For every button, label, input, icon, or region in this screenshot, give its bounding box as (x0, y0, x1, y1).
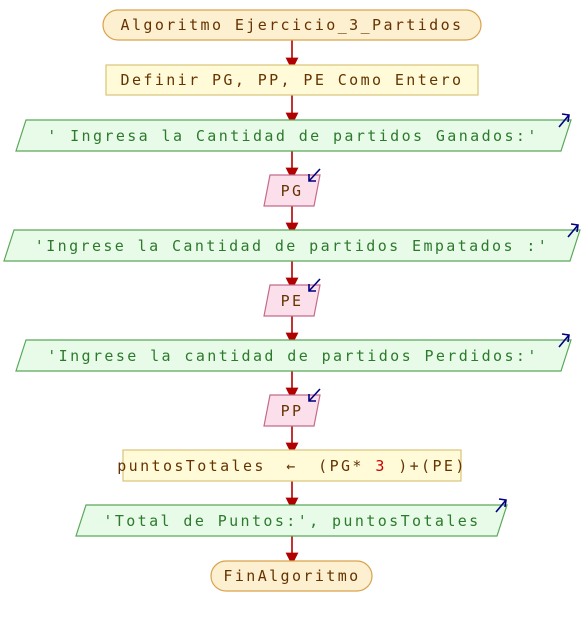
input-pp[interactable]: PP (263, 388, 321, 427)
input-arrow-icon (308, 278, 321, 292)
assign-operator: ← (286, 457, 297, 475)
output-arrow-icon (558, 113, 570, 128)
input-pg-label: PG (281, 182, 304, 200)
output-perdidos[interactable]: 'Ingrese la cantidad de partidos Perdido… (15, 333, 572, 372)
output-perdidos-label: 'Ingrese la cantidad de partidos Perdido… (47, 347, 539, 365)
assign-number: 3 (375, 457, 386, 475)
output-total[interactable]: 'Total de Puntos:', puntosTotales (75, 498, 508, 537)
start-label: Algoritmo Ejercicio_3_Partidos (121, 16, 464, 34)
assign-statement: puntosTotales ← (PG* 3 )+(PE) (117, 457, 467, 475)
assign-expr-b: )+(PE) (398, 457, 467, 475)
define-label: Definir PG, PP, PE Como Entero (121, 71, 464, 89)
output-arrow-icon (495, 498, 507, 513)
output-total-label: 'Total de Puntos:', puntosTotales (103, 512, 480, 530)
input-pg[interactable]: PG (263, 168, 321, 207)
define-process[interactable]: Definir PG, PP, PE Como Entero (105, 64, 479, 96)
assign-target: puntosTotales (117, 457, 266, 475)
output-ganados-label: ' Ingresa la Cantidad de partidos Ganado… (47, 127, 539, 145)
output-empatados[interactable]: 'Ingrese la Cantidad de partidos Empatad… (3, 223, 581, 262)
output-ganados[interactable]: ' Ingresa la Cantidad de partidos Ganado… (15, 113, 572, 152)
input-arrow-icon (308, 388, 321, 402)
input-pp-label: PP (281, 402, 304, 420)
start-terminal[interactable]: Algoritmo Ejercicio_3_Partidos (102, 9, 482, 41)
end-label: FinAlgoritmo (223, 567, 360, 585)
end-terminal[interactable]: FinAlgoritmo (210, 560, 373, 592)
assign-process[interactable]: puntosTotales ← (PG* 3 )+(PE) (117, 449, 467, 482)
assign-expr-a: (PG* (318, 457, 364, 475)
input-pe[interactable]: PE (263, 278, 321, 317)
output-empatados-label: 'Ingrese la Cantidad de partidos Empatad… (35, 237, 549, 255)
input-pe-label: PE (281, 292, 304, 310)
output-arrow-icon (567, 223, 579, 238)
output-arrow-icon (558, 333, 570, 348)
input-arrow-icon (308, 168, 321, 182)
